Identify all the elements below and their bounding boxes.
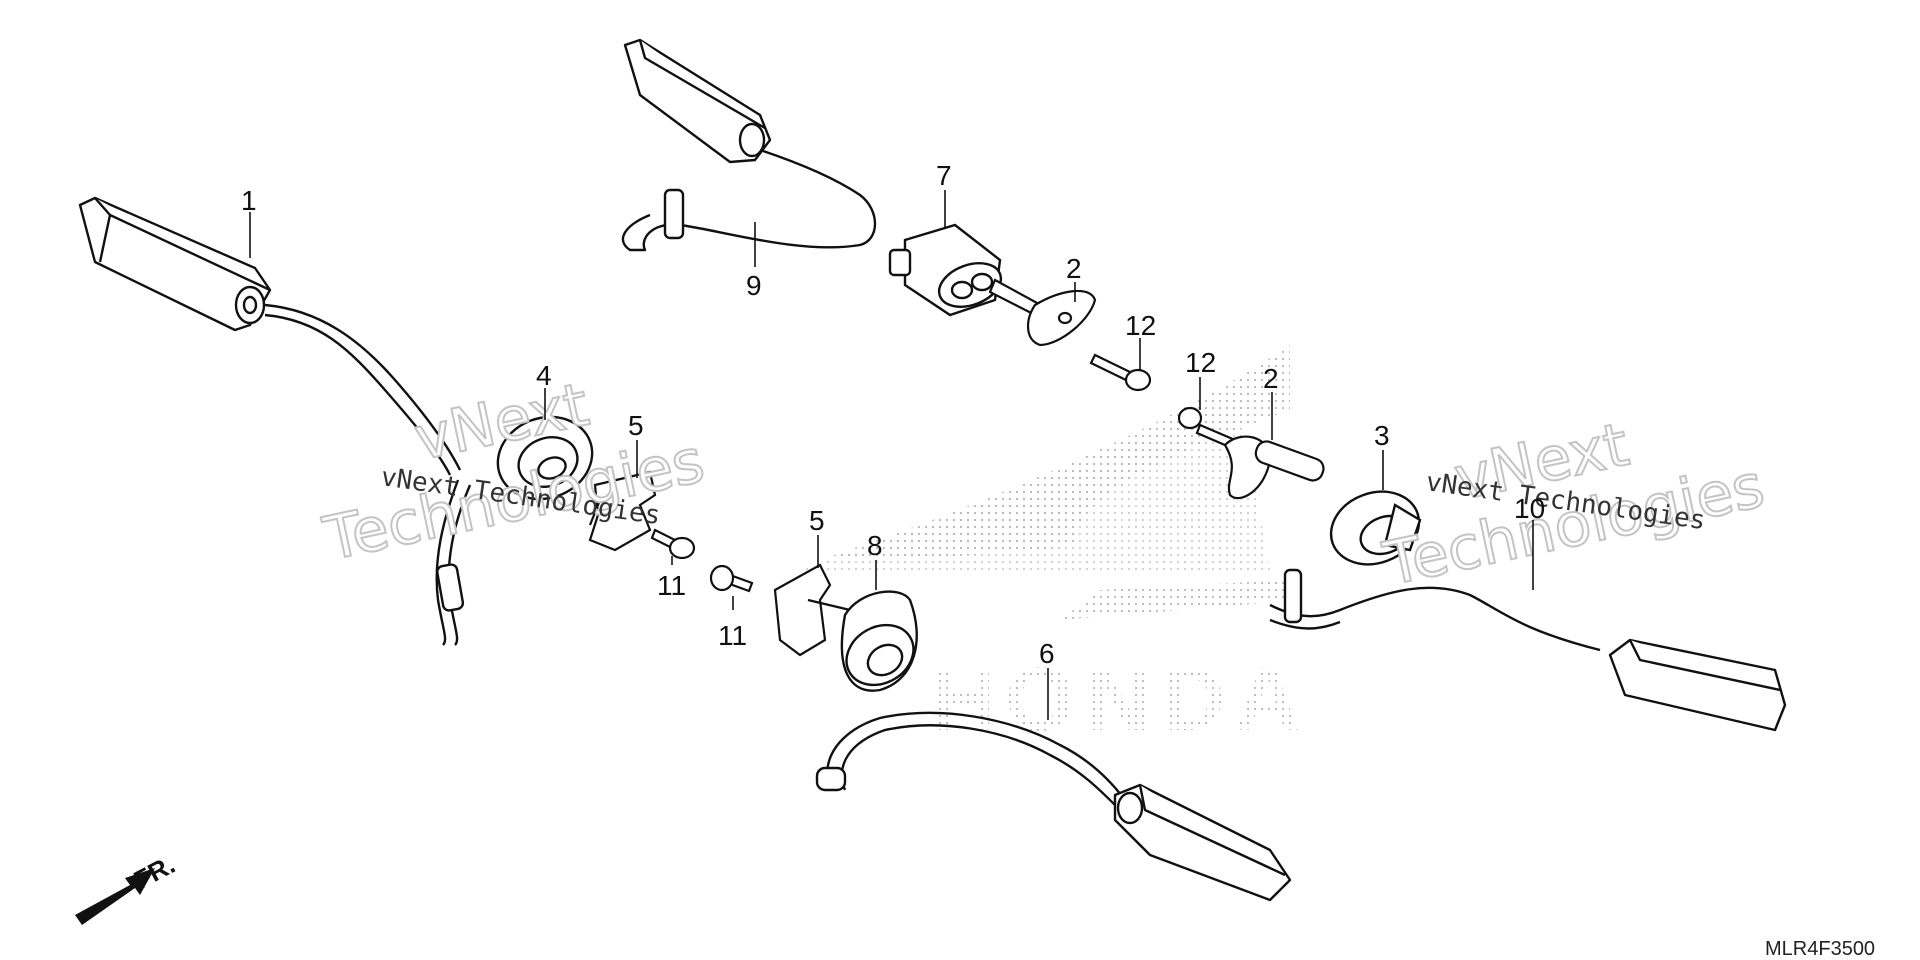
- callout-11a: 11: [657, 570, 686, 601]
- callout-9: 9: [746, 270, 762, 301]
- callout-5b: 5: [809, 505, 825, 536]
- part-12-bolt-b: [1177, 406, 1237, 450]
- callout-2b: 2: [1263, 363, 1279, 394]
- part-3-grommet: [1329, 490, 1422, 566]
- watermark-right: vNext Technologies vNext Technologies: [1377, 409, 1772, 601]
- part-4-socket: [496, 415, 594, 501]
- part-2-bracket-b: [1223, 435, 1325, 500]
- part-7-grommet: [888, 223, 1003, 317]
- callout-12b: 12: [1185, 347, 1216, 378]
- callout-8: 8: [867, 530, 883, 561]
- callout-4: 4: [536, 360, 552, 391]
- diagram-code: MLR4F3500: [1765, 938, 1875, 960]
- callout-labels: 1 4 5 5 8 11 11 7 9 2 12 12 2 3 6 10: [241, 160, 1545, 669]
- part-5-bracket-left: [588, 470, 657, 552]
- callout-7: 7: [936, 160, 952, 191]
- callout-11b: 11: [718, 620, 747, 651]
- honda-wing-watermark: HONDA: [800, 345, 1310, 750]
- callout-10: 10: [1514, 493, 1545, 524]
- front-direction-arrow-icon: FR.: [75, 849, 180, 925]
- part-6-turn-signal-lower: [815, 711, 1292, 902]
- part-8-socket: [840, 590, 918, 692]
- watermark-left: vNext Technologies vNext Technologies: [317, 369, 712, 576]
- part-10-turn-signal-right: [1269, 568, 1787, 732]
- part-11-bolt-b: [709, 564, 754, 593]
- part-9-turn-signal-upper: [621, 38, 877, 252]
- part-12-bolt-a: [1089, 353, 1152, 392]
- callout-2a: 2: [1066, 253, 1082, 284]
- callout-6: 6: [1039, 638, 1055, 669]
- callout-12a: 12: [1125, 310, 1156, 341]
- callout-3: 3: [1374, 420, 1390, 451]
- part-2-bracket-a: [988, 278, 1097, 347]
- callout-5a: 5: [628, 410, 644, 441]
- honda-wordmark: HONDA: [930, 650, 1310, 750]
- leader-lines: [249, 190, 1534, 720]
- part-1-turn-signal-left: [78, 196, 472, 646]
- callout-1: 1: [241, 185, 257, 216]
- part-11-bolt-a: [650, 528, 696, 560]
- part-5-bracket-right: [773, 563, 851, 657]
